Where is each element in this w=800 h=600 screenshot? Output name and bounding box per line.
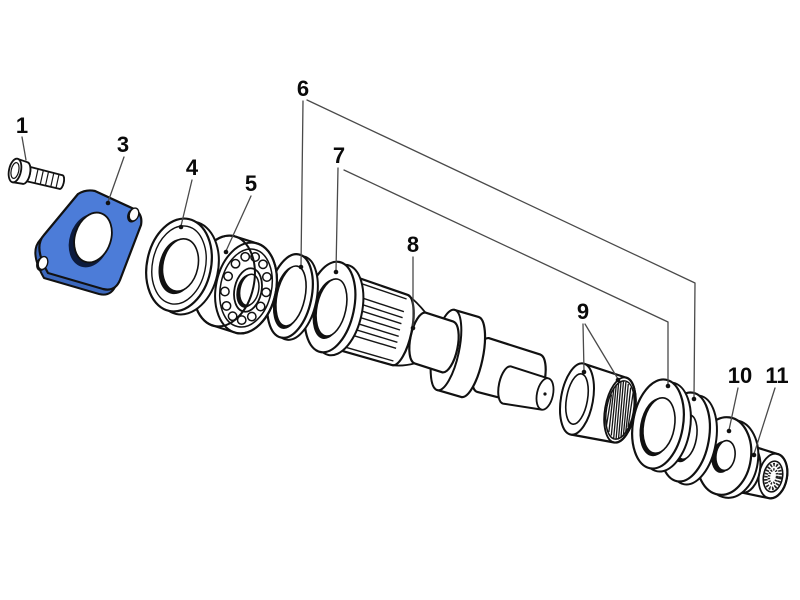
leader-line <box>584 323 619 380</box>
callout-label-4: 4 <box>186 155 199 180</box>
bearing-ball <box>258 259 268 270</box>
callout-11: 11 <box>751 363 789 458</box>
leader-dot <box>105 200 111 206</box>
leader-line <box>21 136 27 161</box>
part-drawing-sleeve-9 <box>559 362 637 444</box>
bearing-ball <box>219 286 230 297</box>
spline-bore-texture <box>764 462 782 491</box>
callout-label-11: 11 <box>765 363 788 388</box>
callout-label-5: 5 <box>245 171 257 196</box>
callout-9: 9 <box>577 299 621 383</box>
leader-line <box>306 99 696 399</box>
leader-dot <box>410 325 416 331</box>
callout-label-6: 6 <box>297 76 309 101</box>
leader-line <box>300 100 304 267</box>
callout-label-10: 10 <box>728 363 752 388</box>
leader-line <box>582 323 585 372</box>
callout-3: 3 <box>105 132 129 206</box>
leader-line <box>335 167 339 272</box>
callout-10: 10 <box>726 363 752 434</box>
callout-label-3: 3 <box>117 132 129 157</box>
spline-hatch <box>605 380 634 440</box>
bearing-ball <box>240 251 251 262</box>
part-drawing-flange-3 <box>34 189 143 296</box>
callout-4: 4 <box>178 155 199 230</box>
leader-line <box>107 156 125 203</box>
bearing-ball <box>223 271 234 282</box>
leader-dot <box>615 377 621 383</box>
leader-line <box>728 387 739 431</box>
leader-dot <box>333 269 339 275</box>
bearing-ball <box>236 315 247 326</box>
part-drawing-ring-6-left <box>266 253 319 341</box>
bearing-ball <box>255 301 266 312</box>
bearing-ball <box>230 258 241 269</box>
leader-dot <box>223 249 229 255</box>
bearing-ball <box>227 311 238 322</box>
leader-dot <box>581 369 587 375</box>
leader-dot <box>178 224 184 230</box>
bolt-threads <box>34 169 60 189</box>
bearing-balls <box>219 251 272 326</box>
part-drawing-seal-4 <box>145 217 220 316</box>
leader-dot <box>726 428 732 434</box>
callouts: 1 3 4 5 6 7 8 9 10 11 <box>16 76 789 458</box>
callout-label-7: 7 <box>333 143 345 168</box>
callout-label-1: 1 <box>16 113 28 138</box>
part-drawing-bolt-1 <box>7 157 65 190</box>
shaft-center-mark <box>543 392 547 396</box>
leader-line <box>343 169 669 386</box>
callout-6: 6 <box>297 76 697 402</box>
callout-5: 5 <box>223 171 257 255</box>
leader-dot <box>665 383 671 389</box>
leader-line <box>753 387 776 455</box>
bearing-ball <box>246 311 257 322</box>
leader-dot <box>751 452 757 458</box>
callout-8: 8 <box>407 232 419 331</box>
bearing-ball <box>261 272 272 282</box>
bearing-ball <box>221 300 232 311</box>
callout-label-9: 9 <box>577 299 589 324</box>
leader-line <box>180 179 193 227</box>
part-drawing-ring-7-right <box>631 378 692 473</box>
callout-7: 7 <box>333 143 671 389</box>
bearing-ball <box>261 287 272 298</box>
callout-1: 1 <box>16 113 28 161</box>
leader-line <box>225 195 252 252</box>
leader-dot <box>691 396 697 402</box>
leader-dot <box>298 264 304 270</box>
callout-label-8: 8 <box>407 232 419 257</box>
